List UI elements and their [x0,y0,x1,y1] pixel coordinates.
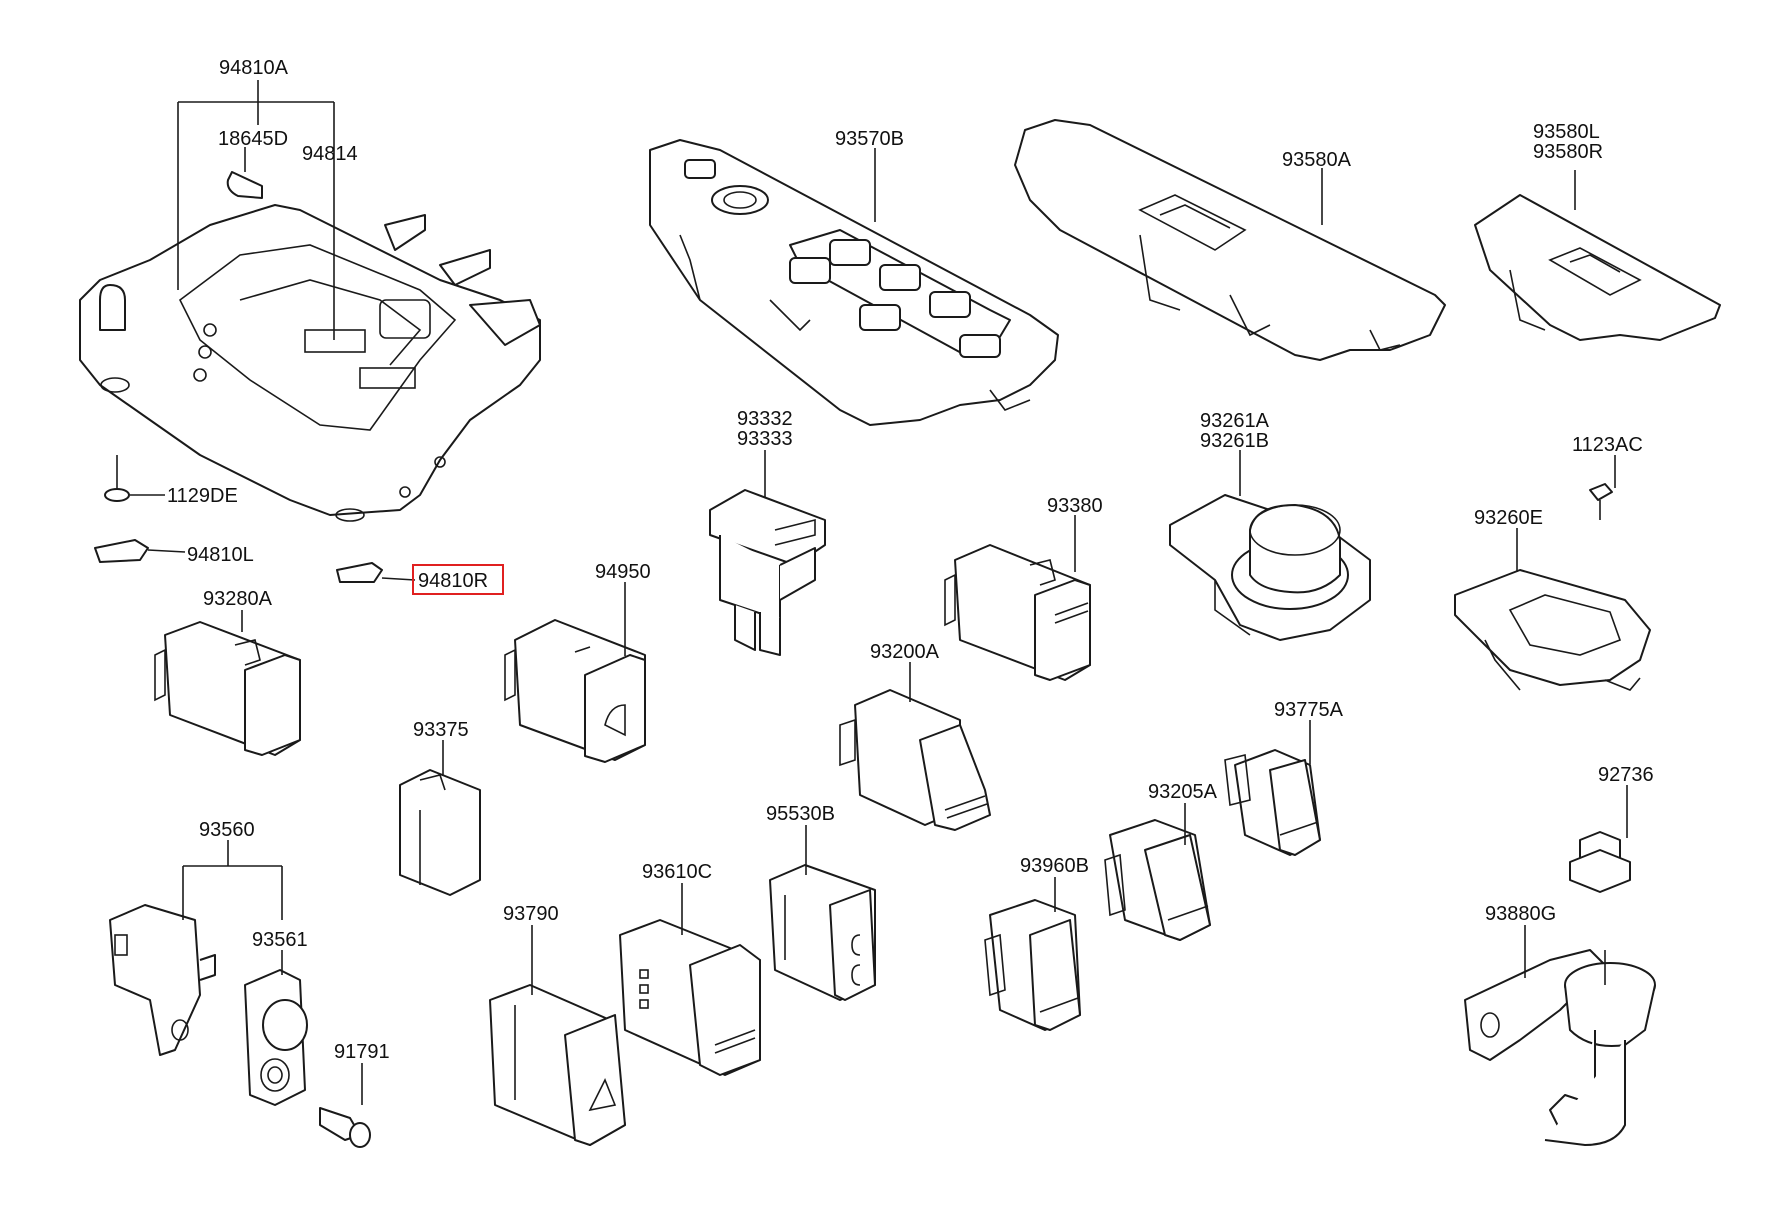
label-94950: 94950 [595,561,651,583]
label-93280a: 93280A [203,588,273,610]
switch-93375[interactable] [399,769,481,896]
label-93570b: 93570B [835,128,904,150]
label-93790: 93790 [503,903,559,925]
mirror-switch-93261a[interactable] [1169,494,1371,641]
switch-93280a[interactable] [154,621,301,756]
label-93200a: 93200A [870,641,940,663]
screw-91791[interactable] [319,1107,371,1148]
label-94810a: 94810A [219,57,289,79]
door-switch-93560[interactable] [109,904,216,1056]
switch-93775a[interactable] [1224,749,1321,856]
label-93960b: 93960B [1020,855,1089,877]
window-switch-93580lr[interactable] [1474,194,1721,341]
switch-93610c[interactable] [619,919,761,1076]
screw-1123ac[interactable] [1589,483,1613,520]
label-93580l: 93580L [1533,121,1600,143]
label-93260e: 93260E [1474,507,1543,529]
label-93205a: 93205A [1148,781,1218,803]
label-93775a: 93775A [1274,699,1344,721]
switch-94950[interactable] [504,619,646,763]
switch-93960b[interactable] [984,899,1081,1031]
mirror-switch-bezel-93260e[interactable] [1454,569,1651,691]
part-92736[interactable] [1569,831,1631,893]
switch-93200a[interactable] [839,689,991,831]
label-1123ac: 1123AC [1572,434,1643,456]
label-93561: 93561 [252,929,308,951]
label-93333: 93333 [737,428,793,450]
label-93580a: 93580A [1282,149,1352,171]
highlight-box-94810r [412,564,504,595]
window-switch-93570b[interactable] [649,139,1059,426]
hazard-switch-93790[interactable] [489,984,626,1146]
bulb-18645d[interactable] [226,171,263,199]
label-93375: 93375 [413,719,469,741]
label-94814: 94814 [302,143,358,165]
clip-94810r[interactable] [336,562,383,583]
switch-93380[interactable] [944,544,1091,681]
door-switch-cover-93561[interactable] [244,969,308,1106]
label-92736: 92736 [1598,764,1654,786]
label-93560: 93560 [199,819,255,841]
label-18645d: 18645D [218,128,288,150]
label-91791: 91791 [334,1041,390,1063]
window-switch-panel-93580a[interactable] [1014,119,1446,361]
label-93610c: 93610C [642,861,712,883]
switch-95530b[interactable] [769,864,876,1001]
label-94810r: 94810R [418,570,488,592]
label-94810l: 94810L [187,544,254,566]
switch-93332[interactable] [709,489,826,656]
switch-93205a[interactable] [1104,819,1211,941]
leader-lines [130,80,1628,1105]
clip-94810l[interactable] [94,539,149,563]
label-93880g: 93880G [1485,903,1556,925]
label-93580r: 93580R [1533,141,1603,163]
label-95530b: 95530B [766,803,835,825]
label-93380: 93380 [1047,495,1103,517]
part-labels: 94810A 18645D 94814 1129DE 94810L 94810R… [167,57,1654,1063]
label-93261a: 93261A [1200,410,1270,432]
label-1129de: 1129DE [167,485,238,507]
label-93332: 93332 [737,408,793,430]
screw-1129de[interactable] [104,455,130,502]
console-housing-94810a[interactable] [79,204,541,522]
bracket-93880g[interactable] [1464,949,1656,1146]
label-93261b: 93261B [1200,430,1269,452]
